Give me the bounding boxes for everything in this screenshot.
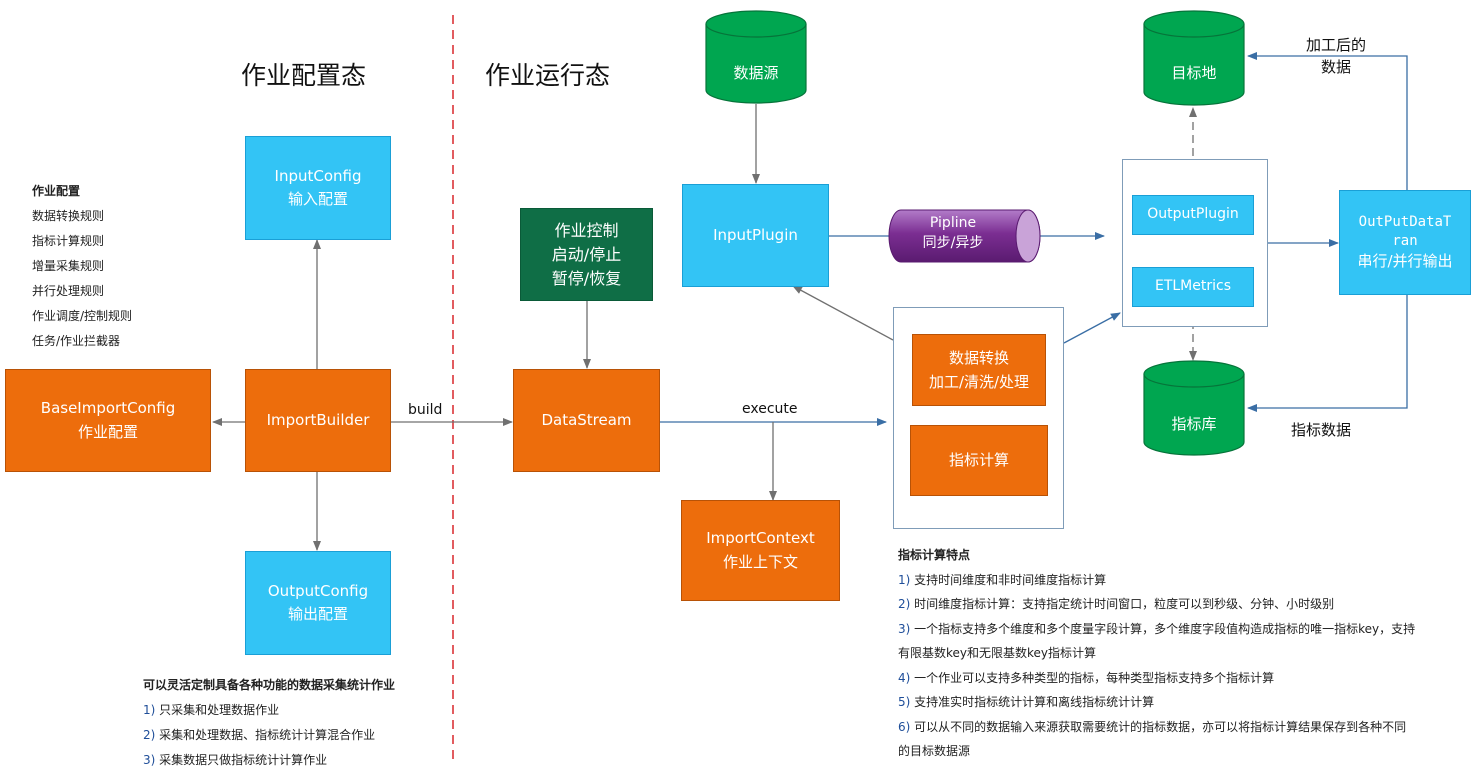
import-context-desc: 作业上下文 <box>722 552 798 571</box>
metrics-feature-item: 5) 支持准实时指标统计计算和离线指标统计计算 <box>898 695 1155 709</box>
data-transform-box[interactable]: 数据转换 加工/清洗/处理 <box>912 334 1046 406</box>
job-config-item: 增量采集规则 <box>32 259 105 273</box>
input-plugin-box[interactable]: InputPlugin <box>682 184 829 287</box>
job-config-item: 指标计算规则 <box>32 234 105 248</box>
output-plugin-box[interactable]: OutputPlugin <box>1132 195 1254 235</box>
job-config-item: 并行处理规则 <box>32 284 105 298</box>
metrics-calc-title: 指标计算 <box>948 450 1009 469</box>
metrics-feature-item: 4) 一个作业可以支持多种类型的指标，每种类型指标支持多个指标计算 <box>898 670 1275 685</box>
pipeline-mode: 同步/异步 <box>922 235 984 251</box>
config-section-title: 作业配置态 <box>241 61 367 90</box>
data-source-label: 数据源 <box>733 64 779 82</box>
base-import-config-desc: 作业配置 <box>77 422 138 441</box>
metrics-feature-item: 6) 可以从不同的数据输入来源获取需要统计的指标数据，亦可以将指标计算结果保存到… <box>898 719 1407 734</box>
processed-data-line1: 加工后的 <box>1305 36 1366 54</box>
pipeline-name: Pipline <box>929 215 977 231</box>
metrics-feature-item-cont: 有限基数key和无限基数key指标计算 <box>898 646 1097 660</box>
job-config-item: 数据转换规则 <box>32 209 105 223</box>
output-data-tran-desc: 串行/并行输出 <box>1357 252 1453 271</box>
metrics-data-label: 指标数据 <box>1291 421 1352 439</box>
data-transform-title: 数据转换 <box>948 349 1009 367</box>
import-context-name: ImportContext <box>706 529 815 548</box>
import-builder-name: ImportBuilder <box>266 410 370 429</box>
bottom-left-note-item: 2) 采集和处理数据、指标统计计算混合作业 <box>143 728 376 742</box>
job-control-pause-resume: 暂停/恢复 <box>551 268 622 288</box>
etl-metrics-box[interactable]: ETLMetrics <box>1132 267 1254 307</box>
metrics-feature-item: 3) 一个指标支持多个维度和多个度量字段计算，多个维度字段值构造成指标的唯一指标… <box>898 621 1416 636</box>
execute-edge-label: execute <box>742 401 798 417</box>
input-plugin-name: InputPlugin <box>713 225 798 244</box>
metrics-feature-item: 1) 支持时间维度和非时间维度指标计算 <box>898 572 1107 587</box>
data-stream-name: DataStream <box>541 410 632 429</box>
edge-datatran-to-store <box>1247 295 1408 412</box>
edge-processing-to-output <box>1063 312 1121 344</box>
etl-metrics-name: ETLMetrics <box>1154 278 1231 295</box>
bottom-left-note: 可以灵活定制具备各种功能的数据采集统计作业 1) 只采集和处理数据作业 2) 采… <box>143 673 395 773</box>
build-edge-label: build <box>408 402 443 418</box>
metrics-feature-item: 2) 时间维度指标计算：支持指定统计时间窗口，粒度可以到秒级、分钟、小时级别 <box>898 597 1335 611</box>
job-control-box[interactable]: 作业控制 启动/停止 暂停/恢复 <box>520 208 653 301</box>
processed-data-line2: 数据 <box>1320 58 1351 76</box>
job-control-start-stop: 启动/停止 <box>551 244 622 264</box>
bottom-left-note-item: 3) 采集数据只做指标统计计算作业 <box>143 753 328 767</box>
input-config-box[interactable]: InputConfig 输入配置 <box>245 136 391 240</box>
input-config-desc: 输入配置 <box>287 190 348 208</box>
output-data-tran-name-cont: ran <box>1392 233 1418 250</box>
target-label: 目标地 <box>1171 64 1217 82</box>
base-import-config-box[interactable]: BaseImportConfig 作业配置 <box>5 369 211 472</box>
bottom-left-note-item: 1) 只采集和处理数据作业 <box>143 703 280 717</box>
metrics-store-cylinder <box>1143 360 1245 456</box>
pipeline-label: Pipline 同步/异步 <box>893 213 1013 253</box>
input-config-name: InputConfig <box>274 166 362 185</box>
data-source-cylinder <box>705 10 807 104</box>
edge-datatran-to-target <box>1247 52 1408 190</box>
metrics-store-label: 指标库 <box>1171 415 1217 433</box>
output-plugin-name: OutputPlugin <box>1147 206 1239 223</box>
job-config-item: 任务/作业拦截器 <box>32 334 121 348</box>
target-cylinder <box>1143 10 1245 106</box>
output-config-box[interactable]: OutputConfig 输出配置 <box>245 551 391 655</box>
data-stream-box[interactable]: DataStream <box>513 369 660 472</box>
bottom-left-note-heading: 可以灵活定制具备各种功能的数据采集统计作业 <box>143 678 396 692</box>
import-context-box[interactable]: ImportContext 作业上下文 <box>681 500 840 601</box>
job-config-list: 作业配置 数据转换规则 指标计算规则 增量采集规则 并行处理规则 作业调度/控制… <box>32 179 132 354</box>
output-config-desc: 输出配置 <box>287 605 348 623</box>
processed-data-label: 加工后的 数据 <box>1300 34 1372 78</box>
job-config-heading: 作业配置 <box>32 184 81 198</box>
runtime-section-title: 作业运行态 <box>485 61 611 90</box>
output-data-tran-box[interactable]: OutPutDataT ran 串行/并行输出 <box>1339 190 1471 295</box>
output-data-tran-name: OutPutDataT <box>1358 214 1452 231</box>
metrics-features-heading: 指标计算特点 <box>898 548 971 562</box>
job-control-title: 作业控制 <box>554 220 619 240</box>
base-import-config-name: BaseImportConfig <box>40 399 176 418</box>
metrics-calc-box[interactable]: 指标计算 <box>910 425 1048 496</box>
import-builder-box[interactable]: ImportBuilder <box>245 369 391 472</box>
metrics-feature-item-cont: 的目标数据源 <box>898 744 971 758</box>
metrics-features-note: 指标计算特点 1) 支持时间维度和非时间维度指标计算 2) 时间维度指标计算：支… <box>898 543 1473 764</box>
edge-processing-to-input <box>792 285 894 341</box>
output-config-name: OutputConfig <box>267 581 369 600</box>
pipeline-tube <box>888 209 1041 263</box>
job-config-item: 作业调度/控制规则 <box>32 309 133 323</box>
data-transform-desc: 加工/清洗/处理 <box>928 373 1030 391</box>
